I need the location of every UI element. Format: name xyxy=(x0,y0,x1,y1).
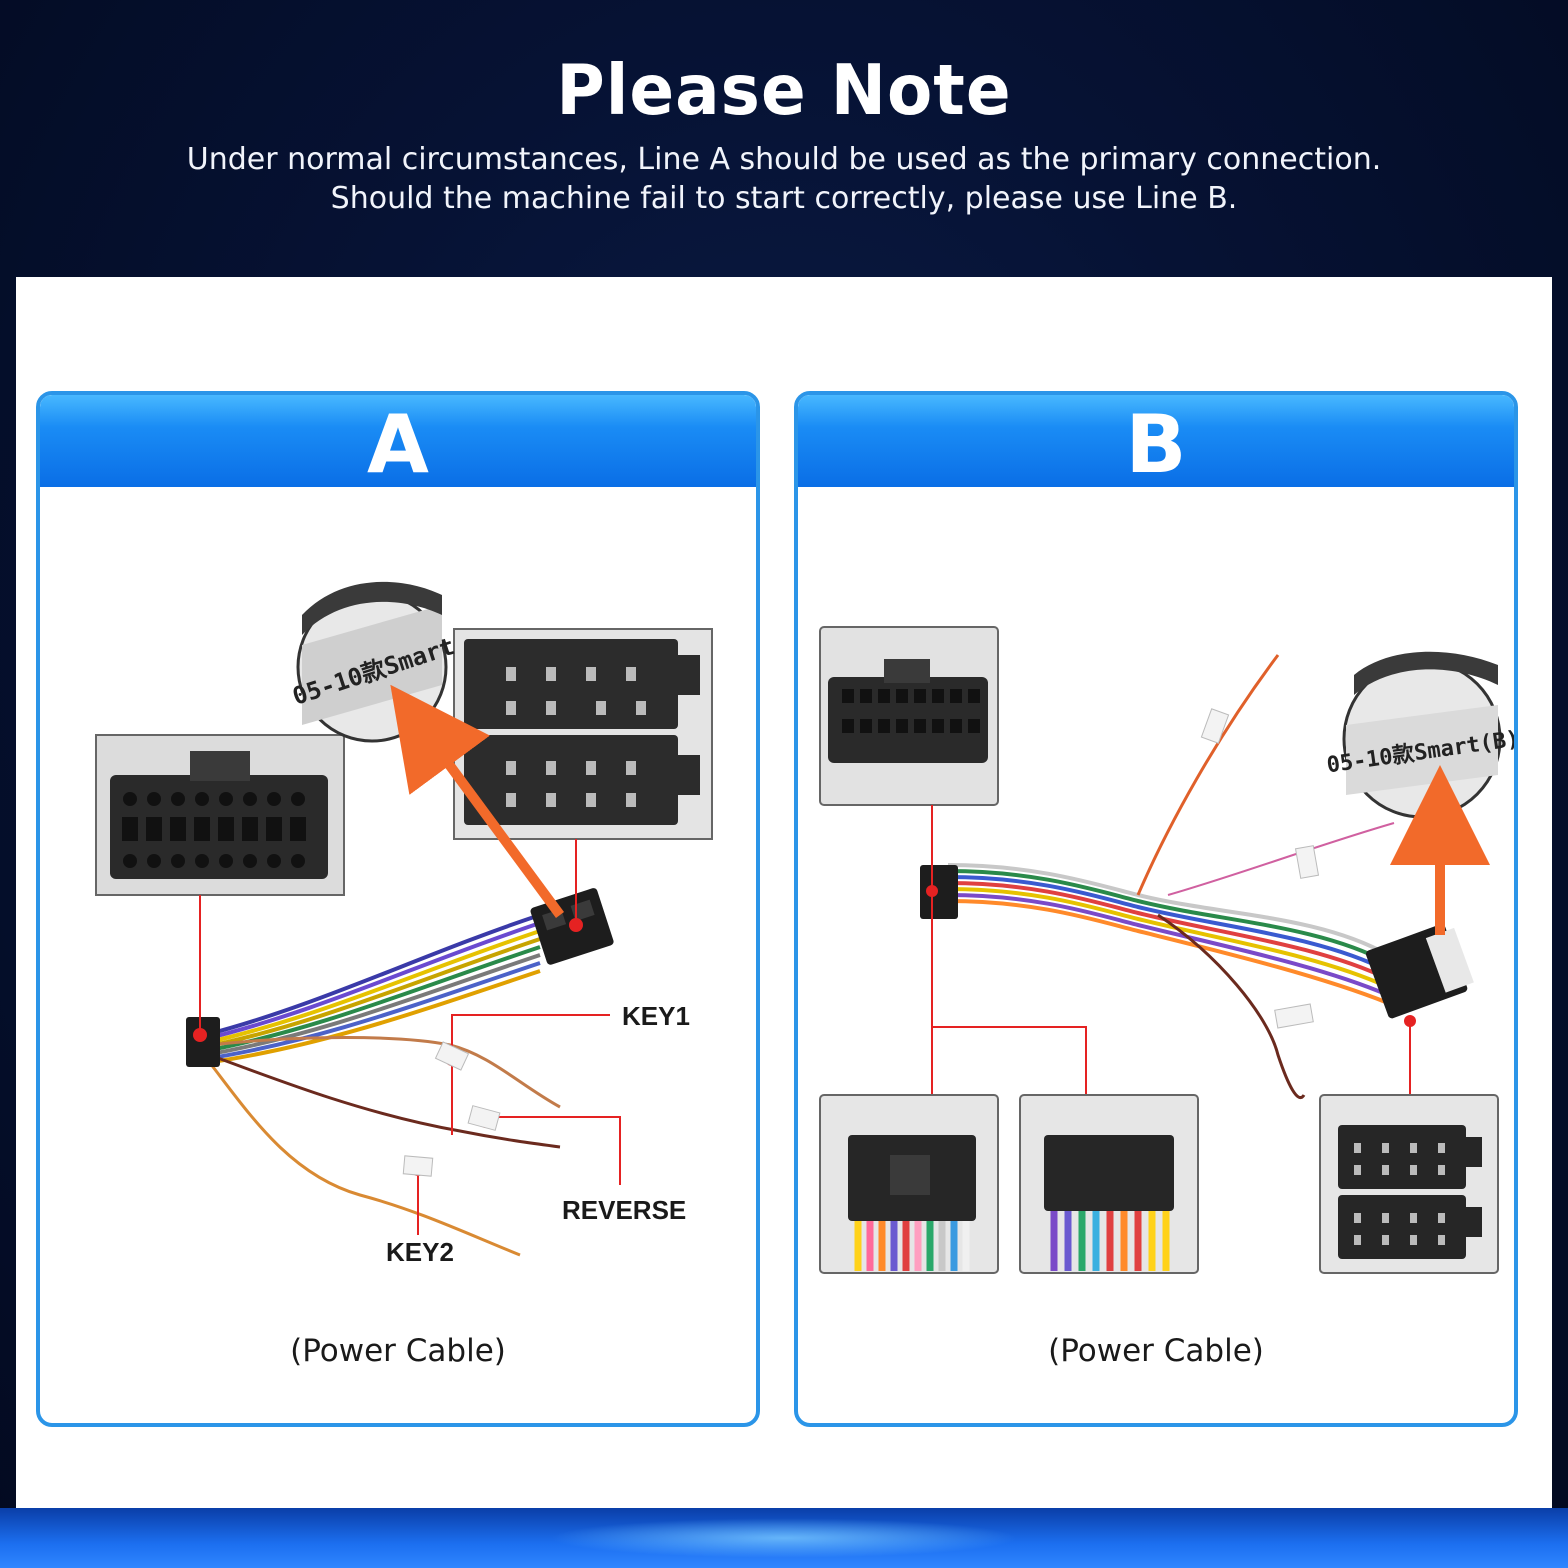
tag-magnifier-a: 05-10款Smart xyxy=(289,581,458,743)
photo-iso-connector xyxy=(453,628,713,840)
label-reverse: REVERSE xyxy=(562,1195,687,1225)
line-a-diagram: 05-10款Smart xyxy=(95,581,713,1257)
note-line-1: Under normal circumstances, Line A shoul… xyxy=(186,142,1382,177)
tag-magnifier-b: 05-10款Smart(B) xyxy=(1325,651,1514,819)
card-b-heading: B xyxy=(798,395,1514,491)
card-a-caption: (Power Cable) xyxy=(290,1333,506,1369)
card-a-heading: A xyxy=(40,395,756,491)
callout-lines-b xyxy=(931,805,1411,1095)
wire-tags-a xyxy=(402,1041,501,1177)
note-line-2: Should the machine fail to start correct… xyxy=(330,181,1238,216)
photo-plug-multicolor-2 xyxy=(1019,1094,1199,1274)
card-b-caption: (Power Cable) xyxy=(1048,1333,1264,1369)
content-panel: A xyxy=(16,277,1552,1509)
loose-wires xyxy=(208,1036,561,1257)
callout-dot-b2 xyxy=(1404,1015,1416,1027)
label-key2: KEY2 xyxy=(386,1237,454,1267)
callout-lines-a xyxy=(199,839,621,1235)
page-title: Please Note xyxy=(556,50,1012,131)
card-line-a: A xyxy=(36,391,760,1427)
label-key1: KEY1 xyxy=(622,1001,690,1031)
callout-arrow-a xyxy=(390,684,565,918)
note-text: Under normal circumstances, Line A shoul… xyxy=(0,140,1568,218)
loose-wires-b xyxy=(1136,654,1395,1099)
harness-plug-left xyxy=(186,1017,220,1067)
photo-16pin-connector xyxy=(95,734,345,896)
photo-plug-multicolor-1 xyxy=(819,1094,999,1274)
line-b-diagram: 05-10款Smart(B) xyxy=(819,626,1514,1274)
bottom-glow-bar xyxy=(0,1508,1568,1568)
photo-iso-connector-b xyxy=(1319,1094,1499,1274)
photo-16pin-connector-b xyxy=(819,626,999,806)
harness-plug-iso-b xyxy=(1365,924,1474,1019)
callout-dot-b1 xyxy=(926,885,938,897)
harness-plug-left-b xyxy=(920,865,958,919)
wire-tags-b xyxy=(1200,708,1320,1029)
header: Please Note Under normal circumstances, … xyxy=(0,0,1568,276)
wire-bundle-b xyxy=(947,863,1389,1005)
card-line-b: B xyxy=(794,391,1518,1427)
